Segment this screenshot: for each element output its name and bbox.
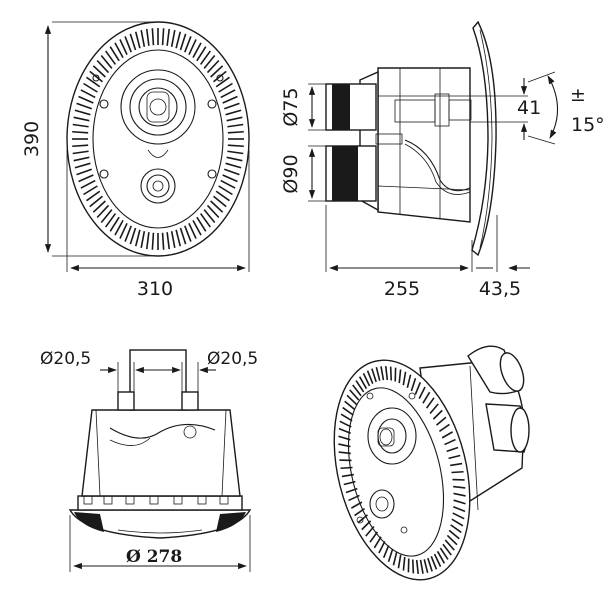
vent-slot: [451, 472, 463, 473]
top-housing: [82, 410, 240, 496]
offset-label: 41: [517, 97, 541, 119]
vent-slot: [391, 367, 392, 381]
width-label: 310: [137, 278, 173, 300]
pipe-top-diameter-label: Ø75: [280, 87, 302, 126]
side-housing: [378, 68, 470, 222]
vent-slot: [413, 560, 414, 574]
front-view: 390 310: [21, 22, 249, 300]
right-port: [182, 392, 198, 410]
vent-slot: [72, 132, 88, 133]
front-outer-rim: [67, 22, 249, 256]
pipe-bottom-diameter-label: Ø90: [280, 154, 302, 193]
flange-diameter-label: Ø 278: [126, 547, 182, 567]
tilt-arc: [548, 76, 558, 138]
left-port-diameter-label: Ø20,5: [40, 349, 91, 369]
isometric-view: [313, 346, 529, 594]
right-port-diameter-label: Ø20,5: [207, 349, 258, 369]
height-label: 390: [21, 121, 43, 157]
side-flange: [472, 22, 496, 255]
left-port: [118, 392, 134, 410]
vent-slot: [163, 233, 164, 250]
side-view: Ø75 Ø90 255 43,5 41 ± 15°: [280, 22, 605, 300]
vent-slot: [72, 145, 88, 146]
angle-label: 15°: [571, 114, 605, 136]
angle-pm-label: ±: [570, 84, 586, 106]
flange-label: 43,5: [479, 278, 521, 300]
top-view: Ø20,5 Ø20,5 Ø 278: [40, 349, 258, 572]
vent-slot: [152, 233, 153, 250]
top-center-pipe: [130, 350, 186, 410]
vent-slot: [163, 28, 164, 45]
vent-slot: [228, 132, 244, 133]
depth-label: 255: [384, 278, 420, 300]
vent-slot: [228, 145, 244, 146]
vent-slot: [152, 28, 153, 45]
